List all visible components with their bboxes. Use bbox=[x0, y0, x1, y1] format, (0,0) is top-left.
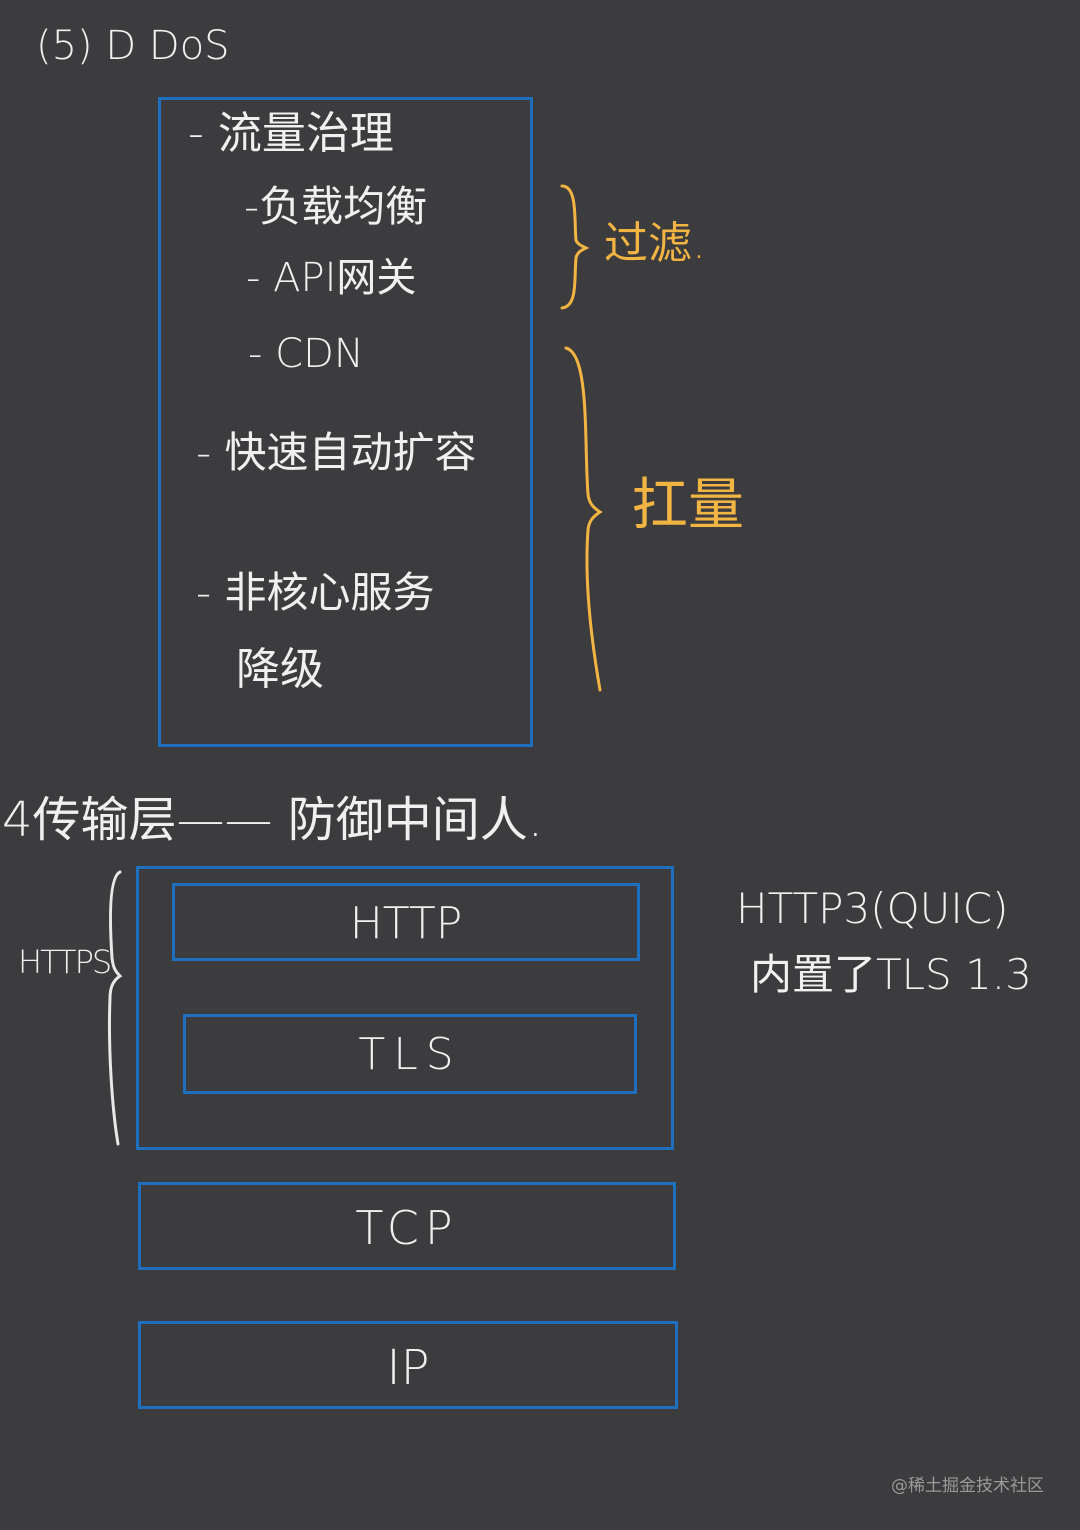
https-brace bbox=[107, 870, 123, 1146]
item-degrade: 降级 bbox=[236, 644, 324, 695]
absorb-annotation: 扛量 bbox=[632, 473, 744, 538]
item-noncore-service: - 非核心服务 bbox=[196, 568, 435, 617]
item-cdn: - CDN bbox=[248, 331, 364, 377]
tcp-layer-box: TCP bbox=[138, 1182, 676, 1270]
section-title: (5) D DoS bbox=[36, 23, 230, 69]
http-layer-box: HTTP bbox=[172, 883, 640, 961]
item-load-balancing: -负载均衡 bbox=[244, 182, 428, 231]
tls-layer-box: TLS bbox=[183, 1014, 637, 1094]
filter-brace bbox=[560, 184, 590, 310]
item-traffic-governance: - 流量治理 bbox=[188, 108, 394, 159]
https-group-box: HTTP TLS bbox=[136, 866, 674, 1150]
http3-note-line1: HTTP3(QUIC) bbox=[736, 884, 1009, 933]
watermark: @稀土掘金技术社区 bbox=[891, 1476, 1044, 1496]
ip-layer-box: IP bbox=[138, 1321, 678, 1409]
item-api-gateway: - API网关 bbox=[246, 255, 417, 301]
https-label: HTTPS bbox=[18, 943, 112, 981]
http-layer-label: HTTP bbox=[349, 898, 463, 949]
tls-layer-label: TLS bbox=[358, 1029, 462, 1080]
http3-note-line2: 内置了TLS 1.3 bbox=[750, 950, 1032, 999]
transport-layer-heading: 4传输层—— 防御中间人. bbox=[2, 792, 544, 848]
ddos-mitigation-box bbox=[158, 97, 533, 747]
ip-layer-label: IP bbox=[386, 1340, 430, 1396]
tcp-layer-label: TCP bbox=[355, 1201, 459, 1255]
filter-annotation: 过滤. bbox=[604, 218, 706, 269]
absorb-brace bbox=[564, 346, 603, 692]
item-auto-scaling: - 快速自动扩容 bbox=[196, 428, 477, 477]
